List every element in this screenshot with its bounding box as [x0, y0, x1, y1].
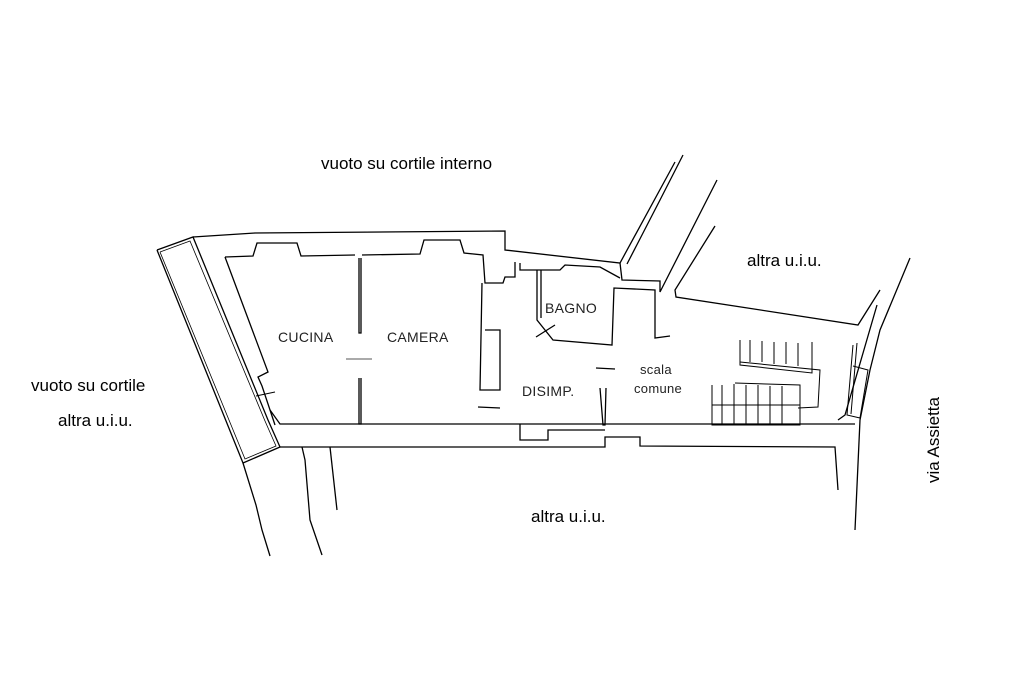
label-left-unit: altra u.i.u. [58, 411, 133, 430]
label-left-courtyard: vuoto su cortile [31, 376, 146, 395]
room-stairs-line1: scala [640, 362, 672, 377]
room-stairs-line2: comune [634, 381, 683, 396]
label-street: via Assietta [924, 397, 943, 483]
room-bedroom: CAMERA [387, 329, 449, 345]
room-bathroom: BAGNO [545, 300, 598, 316]
label-bottom-unit: altra u.i.u. [531, 507, 606, 526]
room-kitchen: CUCINA [278, 329, 334, 345]
outer-walls [192, 154, 911, 556]
room-hallway: DISIMP. [522, 383, 575, 399]
label-top-courtyard: vuoto su cortile interno [321, 154, 493, 173]
staircase [711, 340, 869, 426]
label-top-right-unit: altra u.i.u. [747, 251, 822, 270]
left-balcony-wall [156, 236, 281, 557]
